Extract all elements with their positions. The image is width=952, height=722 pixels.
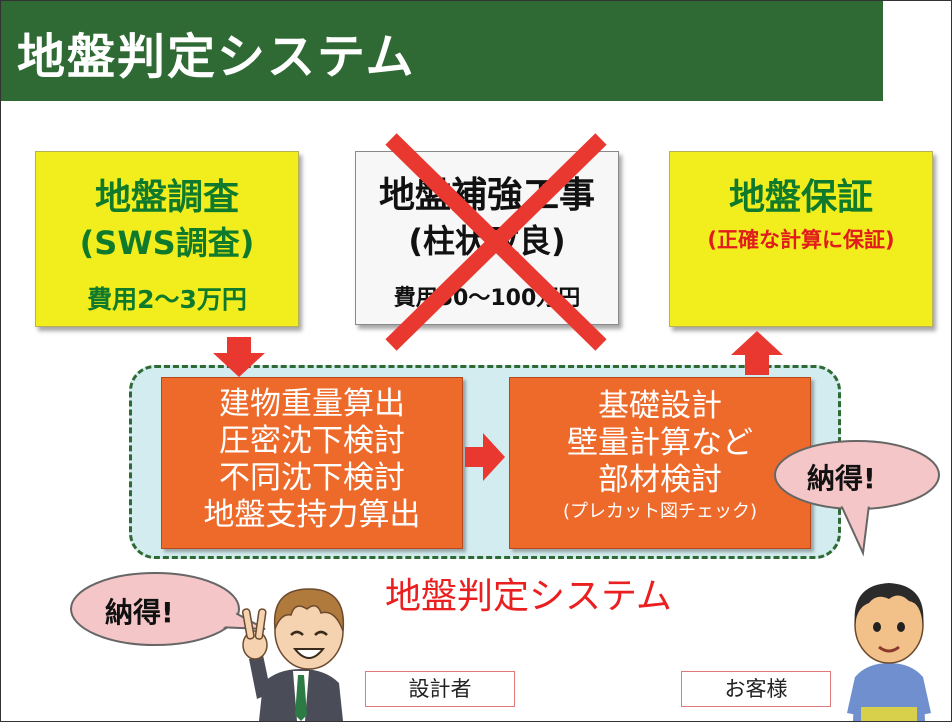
designer-character-icon: [241, 588, 345, 721]
customer-speech-text: 納得!: [807, 462, 876, 495]
survey-box: 地盤調査 (SWS調査) 費用2〜3万円: [35, 151, 299, 327]
designer-label: 設計者: [365, 671, 515, 707]
design-box: 基礎設計 壁量計算など 部材検討 (プレカット図チェック): [509, 377, 811, 549]
guarantee-box: 地盤保証 (正確な計算に保証): [669, 151, 933, 327]
customer-speech-bubble: [774, 440, 940, 557]
right-arrow-icon: [465, 433, 505, 481]
down-arrow-icon: [213, 337, 265, 377]
survey-subtitle: (SWS調査): [79, 224, 255, 262]
cross-out-icon: [385, 133, 607, 351]
panel-caption: 地盤判定システム: [385, 576, 672, 617]
calc-line-4: 地盤支持力算出: [203, 497, 421, 533]
page-title: 地盤判定システム: [17, 29, 416, 85]
guarantee-title: 地盤保証: [728, 177, 873, 218]
up-arrow-icon: [731, 331, 783, 375]
customer-character-icon: [847, 583, 931, 721]
survey-cost: 費用2〜3万円: [87, 285, 247, 314]
calc-line-1: 建物重量算出: [219, 386, 405, 422]
design-line-1: 基礎設計: [598, 388, 722, 424]
calc-line-2: 圧密沈下検討: [219, 423, 405, 459]
calculation-box: 建物重量算出 圧密沈下検討 不同沈下検討 地盤支持力算出: [161, 377, 463, 549]
designer-speech-bubble: [70, 572, 266, 646]
designer-speech-text: 納得!: [105, 596, 174, 629]
design-line-2: 壁量計算など: [567, 425, 753, 461]
survey-title: 地盤調査: [94, 177, 239, 218]
design-note: (プレカット図チェック): [562, 501, 758, 522]
title-bar: 地盤判定システム: [1, 1, 883, 101]
calc-line-3: 不同沈下検討: [219, 460, 405, 496]
guarantee-subtitle: (正確な計算に保証): [707, 228, 895, 252]
design-line-3: 部材検討: [598, 462, 722, 498]
customer-label: お客様: [681, 671, 831, 707]
